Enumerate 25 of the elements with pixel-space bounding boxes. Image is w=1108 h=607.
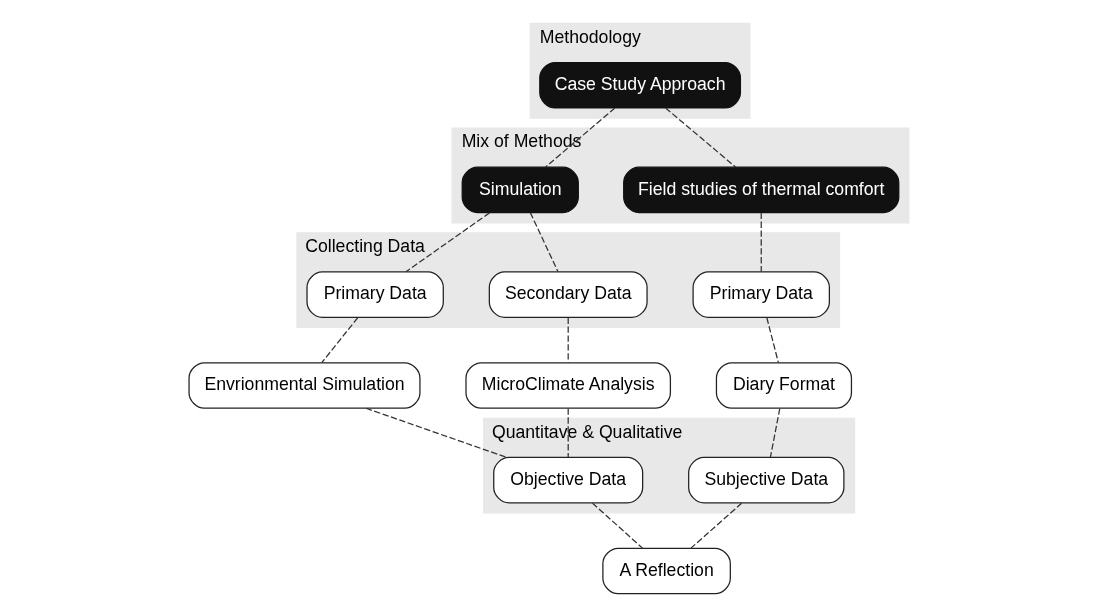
connector [405, 212, 491, 273]
connector [321, 317, 359, 364]
node-box: Simulation [461, 166, 579, 214]
node-box: Envrionmental Simulation [188, 362, 421, 409]
node-box: Primary Data [306, 271, 444, 318]
connector [365, 407, 508, 458]
connector [591, 502, 644, 549]
node-box: Primary Data [692, 271, 830, 318]
node-box: Secondary Data [488, 271, 648, 318]
node-box: MicroClimate Analysis [465, 362, 671, 409]
node-box: Diary Format [715, 362, 853, 409]
connector [545, 107, 616, 168]
node-box: Objective Data [493, 456, 644, 504]
connector [665, 107, 737, 168]
connector [567, 317, 569, 364]
connector [567, 407, 569, 458]
connector [769, 407, 781, 458]
node-box: Subjective Data [688, 456, 845, 504]
node-box: A Reflection [602, 547, 731, 595]
connector [529, 212, 559, 273]
connector [690, 502, 743, 549]
connector [760, 212, 762, 273]
connector [766, 317, 780, 364]
node-box: Case Study Approach [539, 61, 742, 109]
node-box: Field studies of thermal comfort [623, 166, 900, 214]
